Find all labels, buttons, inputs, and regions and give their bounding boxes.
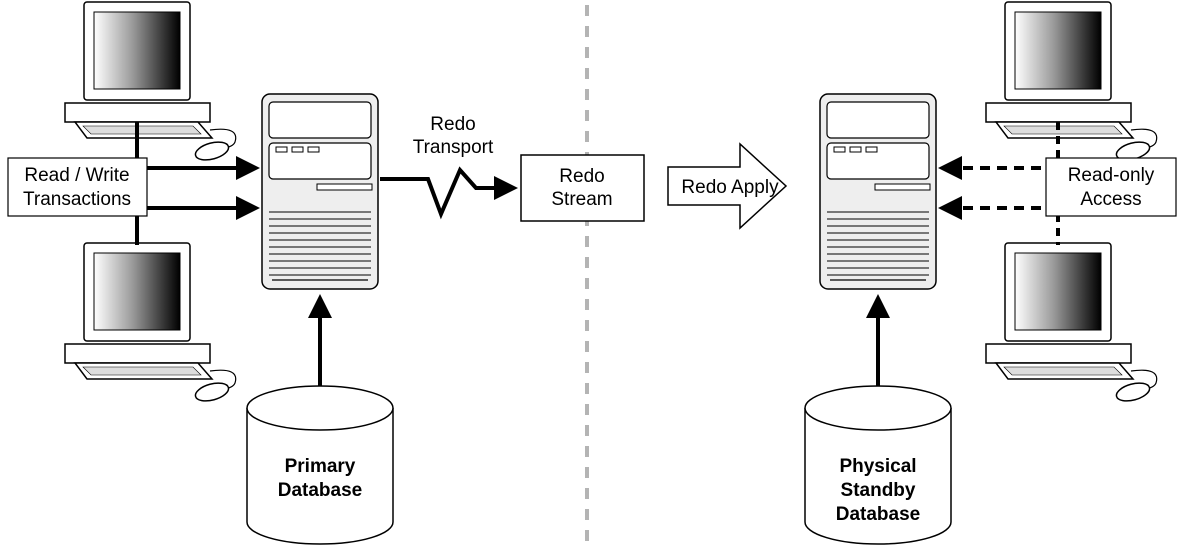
server-icon	[261, 93, 379, 290]
redo-apply-label: Redo Apply	[681, 177, 779, 198]
computer-icon	[985, 242, 1158, 402]
standby-server	[819, 93, 937, 290]
database-cylinder-icon	[804, 385, 952, 545]
computer-icon	[64, 1, 237, 161]
redo-stream-box: Redo Stream	[520, 154, 645, 222]
redo-stream-line1: Redo	[559, 166, 604, 187]
read-only-label-box: Read-only Access	[1045, 157, 1177, 217]
redo-transport-line2: Transport	[413, 137, 494, 158]
primary-server	[261, 93, 379, 290]
redo-transport-line1: Redo	[430, 114, 475, 135]
workstation-bottom-right	[985, 242, 1158, 402]
computer-icon	[64, 242, 237, 402]
read-write-connectors	[135, 122, 260, 245]
read-only-connectors	[938, 122, 1060, 245]
computer-icon	[985, 1, 1158, 161]
read-only-line2: Access	[1080, 189, 1141, 210]
redo-stream-line2: Stream	[551, 189, 612, 210]
read-write-label-box: Read / Write Transactions	[7, 157, 148, 217]
workstation-top-left	[64, 1, 237, 161]
database-cylinder-icon	[246, 385, 394, 545]
standby-database: Physical Standby Database	[804, 385, 952, 545]
redo-transport-link	[380, 166, 518, 220]
standby-db-line1: Physical	[839, 456, 916, 477]
read-only-line1: Read-only	[1068, 165, 1155, 186]
workstation-top-right	[985, 1, 1158, 161]
redo-apply-arrow: Redo Apply	[667, 142, 788, 230]
primary-db-line2: Database	[278, 480, 363, 501]
standby-db-line2: Standby	[841, 480, 916, 501]
standby-db-line3: Database	[836, 504, 921, 525]
primary-database: Primary Database	[246, 385, 394, 545]
read-write-line1: Read / Write	[24, 165, 129, 186]
read-write-line2: Transactions	[23, 189, 131, 210]
server-icon	[819, 93, 937, 290]
workstation-bottom-left	[64, 242, 237, 402]
primary-db-line1: Primary	[285, 456, 356, 477]
